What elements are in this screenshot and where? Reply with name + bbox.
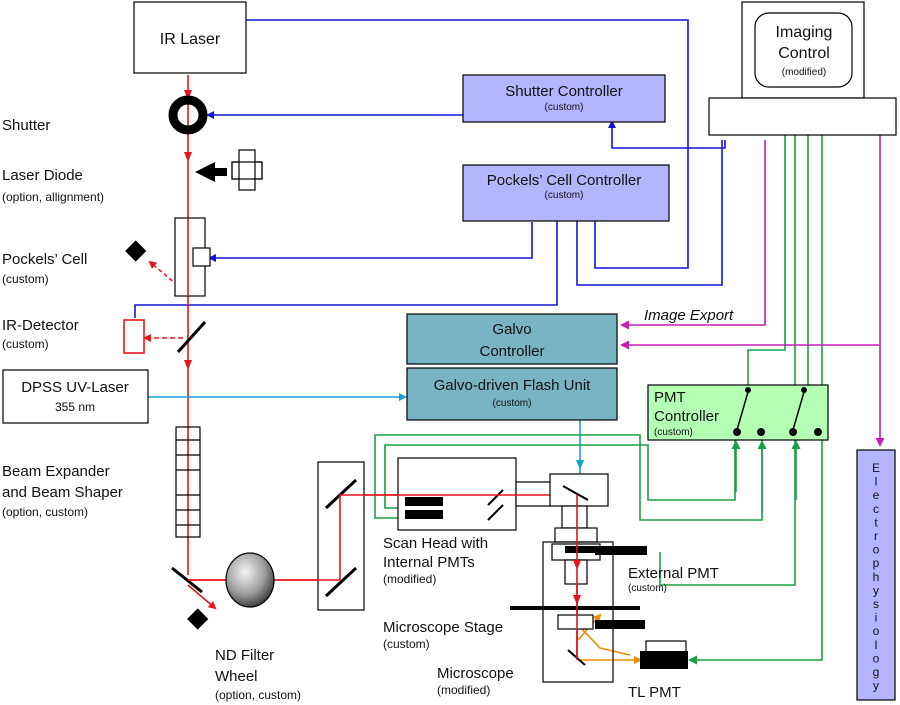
microscope-icon (510, 473, 688, 683)
nd-filter-icon (187, 552, 275, 630)
imaging-control-line2: Control (778, 45, 830, 62)
pmt-controller-line1: PMT (654, 389, 686, 406)
microscope-title: Microscope (437, 665, 514, 682)
ir-laser-box: IR Laser (133, 1, 247, 74)
dpss-line1: DPSS UV-Laser (21, 379, 129, 396)
pockels-cell-icon (125, 217, 211, 297)
laser-diode-icon (195, 149, 263, 191)
beam-expander-line2: and Beam Shaper (2, 484, 123, 501)
laser-diode-sub: (option, allignment) (2, 190, 104, 204)
scan-head-line2: Internal PMTs (383, 554, 475, 571)
pockels-cell-title: Pockels’ Cell (2, 251, 87, 268)
shutter-label: Shutter (2, 117, 50, 134)
galvo-controller-line1: Galvo (492, 321, 531, 338)
periscope-icon (317, 461, 365, 611)
scan-head-line1: Scan Head with (383, 535, 488, 552)
dpss-laser-box: DPSS UV-Laser 355 nm (2, 369, 149, 424)
pmt-controller-box: PMT Controller (custom) (647, 384, 829, 441)
ir-detector-title: IR-Detector (2, 317, 79, 334)
pockels-controller-sub: (custom) (545, 190, 584, 201)
galvo-controller-box: Galvo Controller (406, 313, 618, 365)
beam-expander-sub: (option, custom) (2, 505, 88, 519)
external-pmt-sub: (custom) (628, 583, 667, 594)
nd-filter-line1: ND Filter (215, 647, 274, 664)
flash-unit-title: Galvo-driven Flash Unit (434, 377, 592, 394)
nd-filter-line2: Wheel (215, 668, 258, 685)
ir-detector-icon (123, 319, 207, 354)
pockels-cell-sub: (custom) (2, 272, 49, 286)
scan-head-sub: (modified) (383, 572, 436, 586)
microscope-stage-title: Microscope Stage (383, 619, 503, 636)
laser-diode-title: Laser Diode (2, 167, 83, 184)
tl-pmt-label: TL PMT (628, 684, 681, 701)
ir-detector-sub: (custom) (2, 337, 49, 351)
ir-laser-label: IR Laser (160, 31, 221, 48)
shutter-controller-title: Shutter Controller (505, 83, 623, 100)
shutter-controller-sub: (custom) (545, 102, 584, 113)
imaging-control-line1: Imaging (776, 24, 833, 41)
flash-unit-box: Galvo-driven Flash Unit (custom) (406, 367, 618, 421)
beam-expander-line1: Beam Expander (2, 463, 110, 480)
external-pmt-title: External PMT (628, 565, 719, 582)
microscope-sub: (modified) (437, 683, 490, 697)
scan-head-icon (397, 457, 553, 531)
export-lines (620, 120, 885, 447)
component-labels: Shutter Laser Diode (option, allignment)… (2, 117, 719, 702)
image-export-label: Image Export (644, 307, 734, 324)
nd-filter-sub: (option, custom) (215, 688, 301, 702)
shutter-controller-box: Shutter Controller (custom) (462, 74, 666, 123)
beam-expander-icon (175, 426, 201, 538)
mirror-1-icon (171, 566, 203, 594)
imaging-control-monitor: Imaging Control (modified) (708, 1, 897, 136)
pockels-controller-box: Pockels’ Cell Controller (custom) (462, 164, 670, 222)
pockels-controller-title: Pockels’ Cell Controller (487, 172, 642, 189)
flash-unit-sub: (custom) (493, 398, 532, 409)
microscope-stage-sub: (custom) (383, 637, 430, 651)
dpss-line2: 355 nm (55, 400, 95, 414)
shutter-icon (168, 95, 208, 135)
uv-path (148, 393, 584, 475)
imaging-control-sub: (modified) (782, 67, 826, 78)
galvo-controller-line2: Controller (479, 343, 544, 360)
pmt-controller-sub: (custom) (654, 427, 693, 438)
pmt-controller-line2: Controller (654, 408, 719, 425)
